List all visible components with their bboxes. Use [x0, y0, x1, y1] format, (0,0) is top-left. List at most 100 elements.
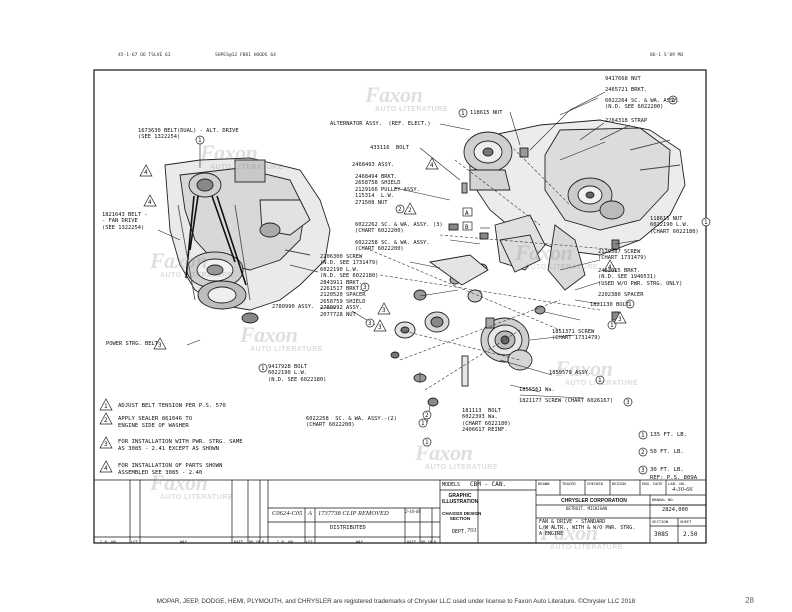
dept-label: DEPT. [452, 529, 468, 535]
col-was-left: WAS [180, 539, 187, 544]
callout-nut-118615: 118615 NUT [470, 110, 503, 116]
watermark: Faxon [150, 470, 208, 495]
section-label: SECTION [652, 519, 669, 524]
section-value: 3085 [654, 531, 669, 538]
svg-text:3: 3 [368, 320, 372, 327]
callout-assy-2780990: 2780990 ASSY. [272, 304, 315, 310]
svg-text:1: 1 [704, 219, 708, 226]
leader-lines [157, 91, 641, 424]
mirror-header-center: SHPES@12 FB81 HOODS 64 [215, 53, 276, 58]
svg-text:2: 2 [104, 417, 108, 424]
svg-text:3: 3 [626, 399, 630, 406]
svg-text:1: 1 [104, 403, 108, 410]
watermark-sub: AUTO LITERATURE [210, 164, 283, 171]
callout-group-2468494: 2468494 BRKT. 2658758 SHIELD 2129166 PUL… [355, 174, 420, 206]
callout-brkt-2465721: 2465721 BRKT. [605, 87, 648, 93]
svg-text:4: 4 [430, 162, 434, 169]
svg-text:4: 4 [144, 169, 148, 176]
trademark-footer: MOPAR, JEEP, DODGE, HEMI, PLYMOUTH, and … [156, 598, 636, 605]
note-1: ADJUST BELT TENSION PER P.S. 570 [118, 403, 226, 409]
callout-belt-dual: 1673630 BELT(DUAL) - ALT. DRIVE (SEE 132… [138, 128, 239, 141]
corporation-city: DETROIT, MICHIGAN [566, 506, 607, 511]
svg-text:4: 4 [148, 199, 152, 206]
change-text: 1737738 CLIP REMOVED [318, 510, 389, 517]
callout-wa-1855561: 1855561 Wa. [519, 387, 555, 393]
models-value: CBM - CAN. [470, 481, 507, 488]
svg-text:3: 3 [618, 316, 622, 323]
reference-markers: 4 4 1 3 1 1 2 2 1 4 3 3 3 3 1 3 4 1 1 3 … [99, 95, 711, 475]
svg-text:1: 1 [261, 365, 265, 372]
callout-power-belt: POWER STRG. BELT [106, 341, 158, 347]
engine-front-view [164, 157, 331, 324]
traced-label: TRACED [562, 481, 576, 486]
callout-assy-1859579: 1859579 ASSY. [549, 370, 592, 376]
callout-bolt-9417928: 9417928 BOLT 6022190 L.W. (N.D. SEE 6022… [268, 364, 327, 383]
change-letter: A [308, 510, 312, 517]
svg-text:2: 2 [425, 412, 429, 419]
callout-group-2206300: 2206300 SCREW (N.D. SEE 1731479) 6022190… [320, 254, 379, 318]
watermark-sub: AUTO LITERATURE [160, 272, 233, 279]
svg-text:1: 1 [421, 420, 425, 427]
note-2: APPLY SEALER 861046 TO ENGINE SIDE OF WA… [118, 416, 193, 429]
svg-text:1: 1 [425, 439, 429, 446]
col-let-right: LET [306, 539, 313, 544]
svg-text:1: 1 [641, 432, 645, 439]
svg-text:3: 3 [382, 307, 386, 314]
lab-no-label: LAB. NO. [668, 481, 687, 486]
torque-3: 30 FT. LB. [650, 467, 684, 473]
callout-nut-9417668: 9417668 NUT [605, 76, 641, 82]
callout-screw-6022262: 6022262 SC. & WA. ASSY. (3) (CHART 60222… [355, 222, 443, 235]
callout-belt-fan: 1821643 BELT - - FAN DRIVE (SEE 1322254) [102, 212, 148, 231]
svg-text:1: 1 [628, 301, 632, 308]
date-value: 4-30-66 [672, 486, 693, 493]
watermark-sub: AUTO LITERATURE [550, 544, 623, 551]
watermark: Faxon [515, 240, 573, 265]
corporation-name: CHRYSLER CORPORATION [561, 498, 627, 504]
manual-no-value: 2824,000 [662, 507, 688, 513]
exploded-centerlines [369, 144, 621, 391]
watermark-sub: AUTO LITERATURE [160, 494, 233, 501]
drawn-label: DRAWN [538, 481, 550, 486]
checked-label: CHECKED [587, 481, 604, 486]
callout-alternator: ALTERNATOR ASSY. (REF. ELECT.) [330, 121, 431, 127]
models-label: MODELS [442, 482, 461, 488]
callout-screw-6022258-top: 6022258 SC. & WA. ASSY. (CHART 6022200) [355, 240, 430, 253]
watermark-sub: AUTO LITERATURE [525, 264, 598, 271]
distributed-label: DISTRIBUTED [330, 525, 366, 531]
callout-bolt-1821130: 1821130 BOLT [590, 302, 629, 308]
sheet-label: SHEET [680, 519, 692, 524]
svg-text:3: 3 [363, 284, 367, 291]
watermark: Faxon [365, 82, 423, 107]
watermark: Faxon [415, 440, 473, 465]
watermark-sub: AUTO LITERATURE [250, 346, 323, 353]
svg-text:2: 2 [408, 207, 412, 214]
watermark-sub: AUTO LITERATURE [565, 380, 638, 387]
change-date: 2-16-66 [405, 510, 421, 515]
svg-text:1: 1 [598, 377, 602, 384]
svg-text:4: 4 [104, 465, 108, 472]
svg-text:3: 3 [104, 441, 108, 448]
svg-text:2: 2 [641, 449, 645, 456]
svg-text:A: A [465, 210, 469, 217]
col-cr-no-right: C.R. NO. [277, 539, 296, 544]
callout-screw-1851371: 1851371 SCREW (CHART 1731479) [552, 329, 601, 342]
change-cr: C0624-C05 [272, 510, 303, 517]
torque-1: 135 FT. LB. [650, 432, 688, 438]
callout-group-181113: 181113 BOLT 6022393 Wa. (CHART 6022180) … [462, 408, 511, 434]
col-r-left: R [262, 539, 265, 544]
callout-bolt-433116: 433116 BOLT [370, 145, 409, 151]
callout-screw-6022264: 6022264 SC. & WA. ASSY. (N.D. SEE 602220… [605, 98, 680, 111]
manual-no-label: MANUAL NO. [652, 497, 675, 502]
svg-text:4: 4 [608, 264, 612, 271]
svg-text:1: 1 [610, 322, 614, 329]
watermark: Faxon [200, 140, 258, 165]
mirror-header-right: 86-1 S'89 MO [650, 53, 684, 58]
callout-screw-6022258-bottom: 6022258 SC. & WA. ASSY.-(2) (CHART 60222… [306, 416, 397, 429]
col-r-right: R [434, 539, 437, 544]
svg-text:3: 3 [378, 324, 382, 331]
svg-text:3: 3 [641, 467, 645, 474]
svg-text:B: B [465, 224, 469, 231]
callout-screw-2129387: 2129387 SCREW (CHART 1731479) [598, 249, 647, 262]
